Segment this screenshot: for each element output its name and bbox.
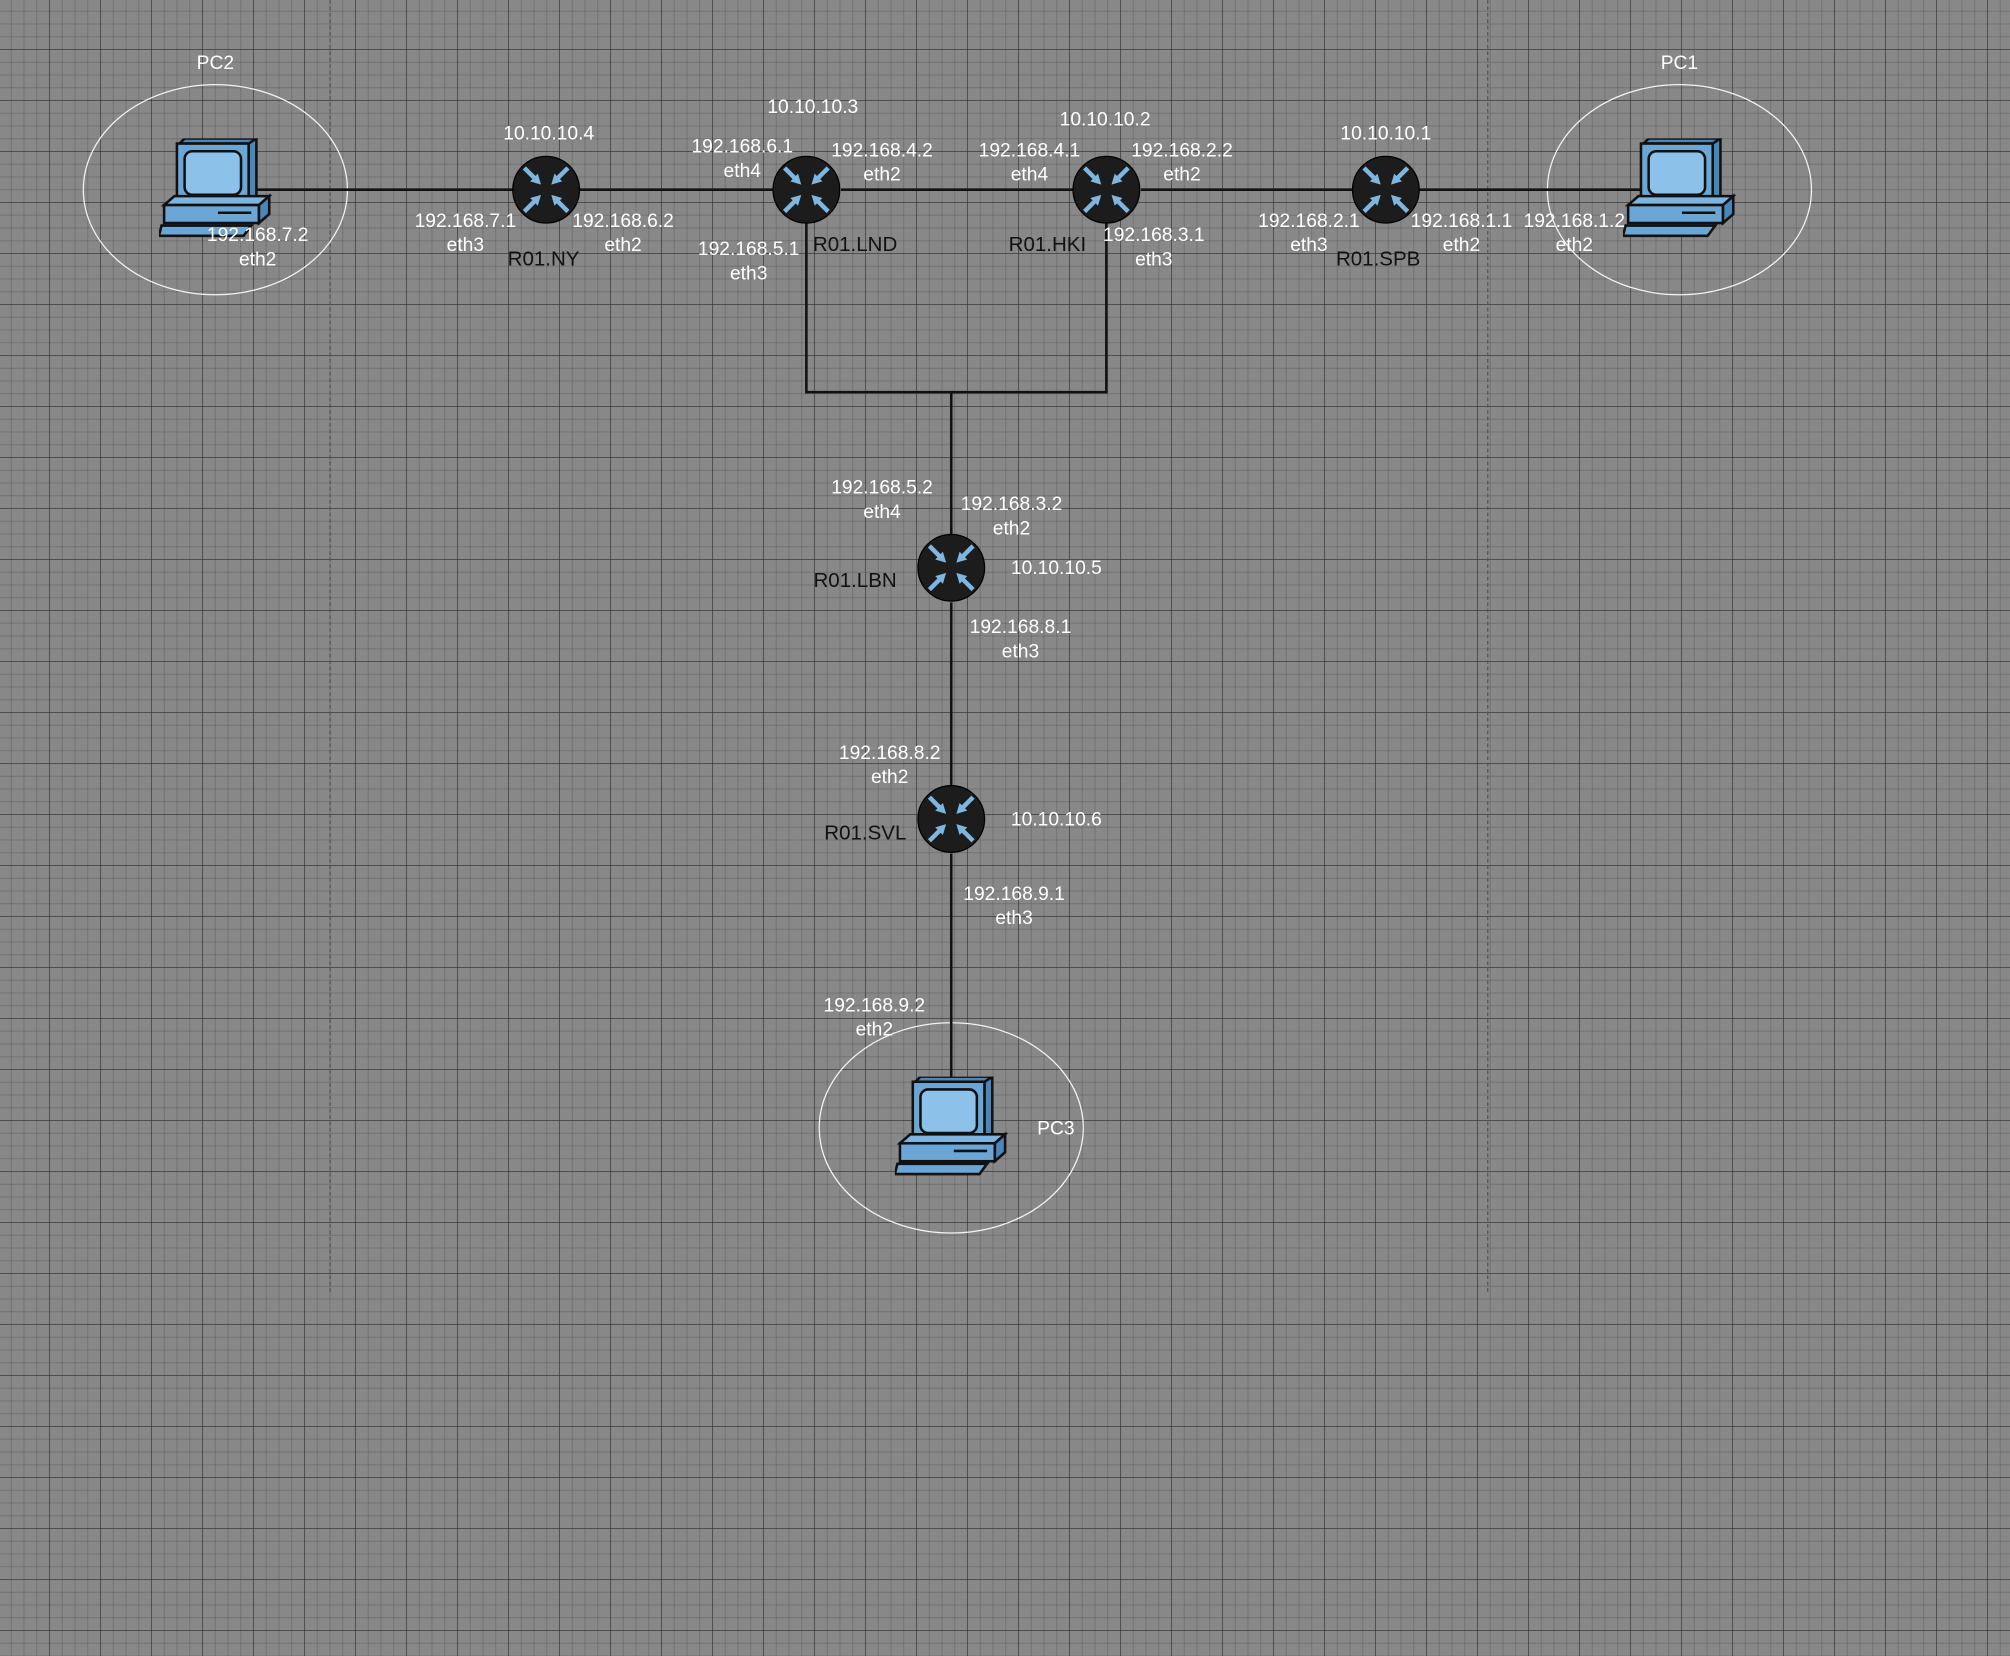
link-lnd-lbn[interactable] <box>805 223 953 536</box>
ip-address: 192.168.7.1 <box>414 210 517 232</box>
ip-address: 192.168.7.2 <box>206 224 309 247</box>
ip-address: 192.168.2.2 <box>1131 139 1233 162</box>
pc3-label: PC3 <box>1037 1117 1075 1140</box>
router-icon <box>1072 155 1141 224</box>
interface-pc2-eth2: 192.168.7.2 eth2 <box>207 224 309 271</box>
page-boundary-right <box>1487 0 1489 1292</box>
ip-address: 192.168.5.2 <box>831 476 933 499</box>
ip-address: 192.168.4.1 <box>978 139 1081 162</box>
router-spb-loopback: 10.10.10.1 <box>1340 123 1432 145</box>
ip-address: 192.168.4.2 <box>831 139 933 162</box>
interface-hki-eth2: 192.168.2.2 eth2 <box>1131 140 1233 187</box>
port-name: eth3 <box>729 262 768 284</box>
router-hki-loopback: 10.10.10.2 <box>1059 108 1151 131</box>
interface-lbn-eth2: 192.168.3.2 eth2 <box>961 493 1063 540</box>
link-hki-lbn[interactable] <box>951 223 1108 394</box>
router-lbn-loopback: 10.10.10.5 <box>1010 557 1102 580</box>
pc1-label: PC1 <box>1660 52 1699 75</box>
ip-address: 192.168.2.1 <box>1258 210 1360 232</box>
ip-address: 192.168.3.1 <box>1103 224 1205 247</box>
desktop-computer-icon <box>894 1076 1008 1176</box>
router-lbn[interactable] <box>917 533 986 602</box>
router-svl[interactable] <box>917 784 986 853</box>
interface-ny-eth2: 192.168.6.2 eth2 <box>572 210 674 257</box>
interface-pc1-eth2: 192.168.1.2 eth2 <box>1523 210 1625 257</box>
ip-address: 192.168.6.1 <box>691 135 794 158</box>
port-name: eth2 <box>1555 233 1594 256</box>
ip-address: 192.168.1.1 <box>1410 210 1513 232</box>
router-spb[interactable] <box>1351 155 1420 224</box>
router-lnd-loopback: 10.10.10.3 <box>767 96 859 118</box>
router-hki-name: R01.HKI <box>1008 234 1087 257</box>
router-icon <box>512 155 581 224</box>
ip-address: 192.168.9.1 <box>963 883 1065 905</box>
interface-lbn-eth4: 192.168.5.2 eth4 <box>831 477 933 524</box>
port-name: eth3 <box>1001 640 1040 662</box>
router-icon <box>917 533 986 602</box>
ip-address: 192.168.3.2 <box>960 493 1063 516</box>
port-name: eth4 <box>1010 163 1049 186</box>
router-icon <box>917 785 986 853</box>
interface-svl-eth3: 192.168.9.1 eth3 <box>963 883 1065 930</box>
router-svl-loopback: 10.10.10.6 <box>1010 808 1102 831</box>
interface-hki-eth4: 192.168.4.1 eth4 <box>979 140 1081 187</box>
router-lnd[interactable] <box>772 155 841 224</box>
router-lbn-name: R01.LBN <box>813 570 897 593</box>
page-boundary-left <box>329 0 331 1292</box>
router-spb-name: R01.SPB <box>1335 248 1421 271</box>
router-lnd-name: R01.LND <box>812 234 898 257</box>
ip-address: 192.168.6.2 <box>572 210 674 232</box>
interface-svl-eth2: 192.168.8.2 eth2 <box>839 742 941 789</box>
pc1-node[interactable] <box>1623 138 1736 241</box>
interface-spb-eth3: 192.168.2.1 eth3 <box>1258 210 1360 257</box>
interface-lbn-eth3: 192.168.8.1 eth3 <box>970 616 1072 663</box>
router-ny[interactable] <box>512 155 581 224</box>
interface-hki-eth3: 192.168.3.1 eth3 <box>1103 224 1205 271</box>
port-name: eth4 <box>863 500 901 523</box>
port-name: eth2 <box>863 163 901 186</box>
port-name: eth2 <box>992 517 1031 539</box>
ip-address: 192.168.1.2 <box>1523 210 1626 232</box>
ip-address: 192.168.9.2 <box>823 994 926 1017</box>
port-name: eth4 <box>723 159 761 182</box>
router-hki[interactable] <box>1072 155 1141 224</box>
port-name: eth2 <box>870 765 909 788</box>
ip-address: 192.168.8.2 <box>838 742 941 764</box>
interface-lnd-eth2: 192.168.4.2 eth2 <box>831 140 933 187</box>
ip-address: 192.168.5.1 <box>697 238 800 261</box>
pc2-node[interactable] <box>158 138 272 241</box>
router-ny-loopback: 10.10.10.4 <box>503 123 595 145</box>
port-name: eth3 <box>1135 248 1173 270</box>
network-links <box>82 83 1813 1234</box>
port-name: eth3 <box>1290 233 1328 256</box>
port-name: eth2 <box>1442 233 1481 256</box>
desktop-computer-icon <box>158 138 272 238</box>
interface-lnd-eth3: 192.168.5.1 eth3 <box>698 238 800 285</box>
router-ny-name: R01.NY <box>507 248 580 271</box>
port-name: eth2 <box>238 248 277 270</box>
router-svl-name: R01.SVL <box>824 822 907 845</box>
router-icon <box>772 155 841 224</box>
port-name: eth3 <box>995 906 1033 929</box>
port-name: eth2 <box>604 233 642 256</box>
desktop-computer-icon <box>1623 138 1736 238</box>
port-name: eth2 <box>855 1018 894 1041</box>
interface-ny-eth3: 192.168.7.1 eth3 <box>415 210 517 257</box>
port-name: eth2 <box>1163 163 1201 186</box>
interface-lnd-eth4: 192.168.6.1 eth4 <box>691 136 793 183</box>
port-name: eth3 <box>446 233 485 256</box>
router-icon <box>1351 155 1420 224</box>
interface-pc3-eth2: 192.168.9.2 eth2 <box>824 995 926 1042</box>
pc2-label: PC2 <box>196 52 235 75</box>
pc3-node[interactable] <box>894 1076 1008 1180</box>
ip-address: 192.168.8.1 <box>969 616 1072 639</box>
interface-spb-eth2: 192.168.1.1 eth2 <box>1411 210 1513 257</box>
